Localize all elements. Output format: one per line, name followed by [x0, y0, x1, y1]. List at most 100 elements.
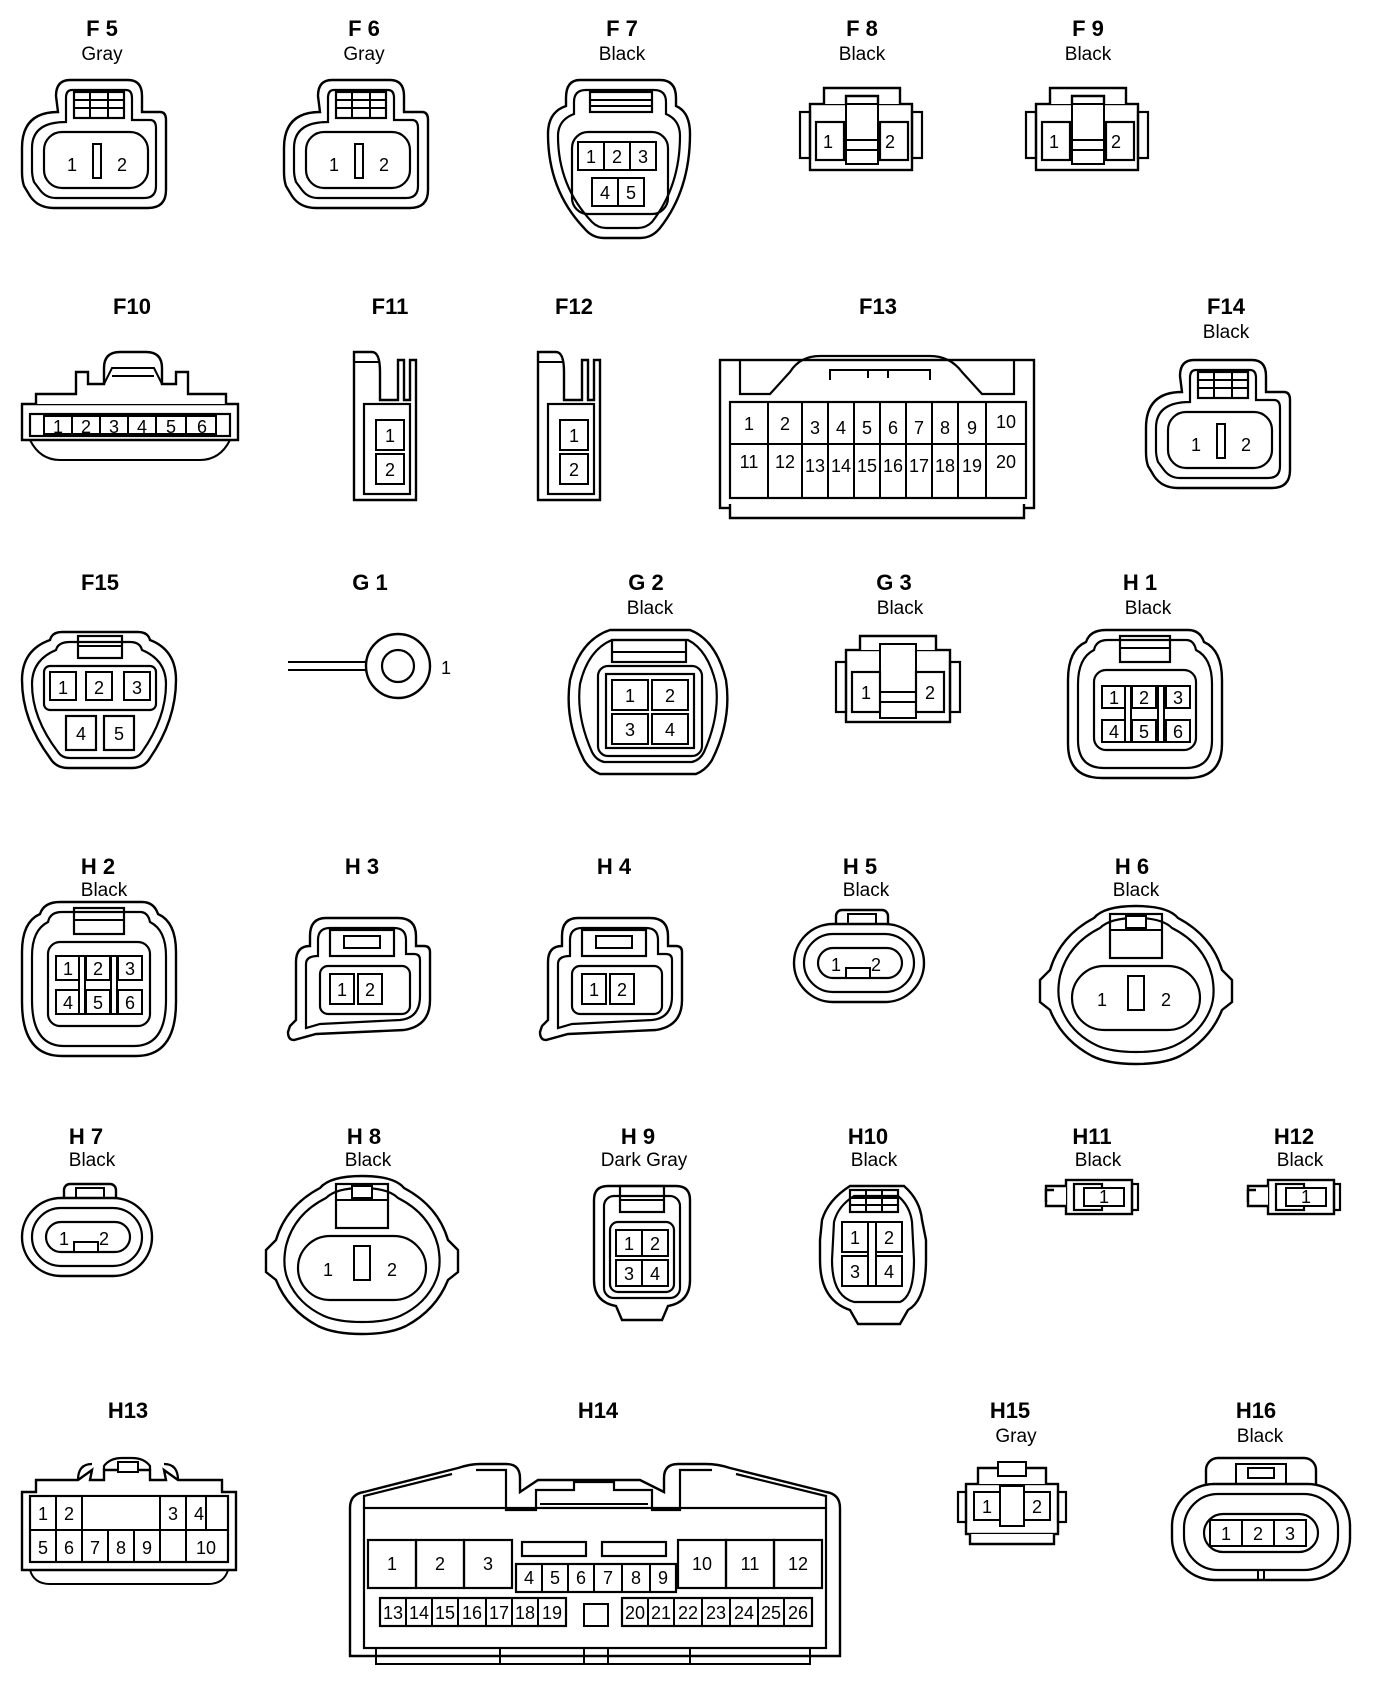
connector-color: Black: [851, 1150, 898, 1171]
pin-label: 1: [823, 132, 833, 152]
connector-id: H16: [1236, 1398, 1276, 1423]
connector-f12: F12 1 2: [536, 294, 602, 502]
pin-label: 6: [1173, 722, 1183, 742]
connector-color: Gray: [81, 44, 123, 65]
connector-h13: H13 1 2 3 4 5 6 7 8 9 10: [20, 1398, 238, 1585]
connector-f6: F 6 Gray 1 2: [282, 16, 430, 210]
pin-label: 10: [692, 1554, 712, 1574]
pin-label: 6: [197, 417, 207, 437]
connector-id: H 8: [347, 1124, 381, 1149]
pin-label: 1: [63, 959, 73, 979]
pin-label: 2: [94, 678, 104, 698]
pin-label: 2: [387, 1260, 397, 1280]
pin-label: 5: [166, 417, 176, 437]
pin-label: 1: [1191, 435, 1201, 455]
pin-label: 5: [114, 724, 124, 744]
pin-label: 2: [665, 686, 675, 706]
pin-label: 19: [542, 1603, 562, 1623]
pin-label: 2: [885, 132, 895, 152]
pin-label: 5: [626, 183, 636, 203]
pin-label: 4: [884, 1262, 894, 1282]
pin-label: 17: [909, 456, 929, 476]
connector-h3: H 3 1 2: [286, 854, 432, 1042]
connector-id: H 6: [1115, 854, 1149, 879]
connector-color: Black: [1075, 1150, 1122, 1171]
connector-id: H14: [578, 1398, 619, 1423]
pin-label: 4: [650, 1264, 660, 1284]
pin-label: 1: [982, 1497, 992, 1517]
pin-label: 18: [935, 456, 955, 476]
pin-label: 1: [323, 1260, 333, 1280]
pin-label: 20: [625, 1603, 645, 1623]
pin-label: 4: [600, 183, 610, 203]
pin-label: 1: [59, 1229, 69, 1249]
connector-id: H 2: [81, 854, 115, 879]
pin-label: 2: [99, 1229, 109, 1249]
pin-label: 2: [81, 417, 91, 437]
connector-id: H11: [1072, 1124, 1111, 1149]
pin-label: 8: [940, 418, 950, 438]
pin-label: 1: [1301, 1187, 1311, 1207]
pin-label: 2: [93, 959, 103, 979]
connector-color: Black: [1065, 44, 1112, 65]
connector-f15: F15 1 2 3 4 5: [20, 570, 178, 770]
connector-id: H13: [108, 1398, 148, 1423]
pin-label: 3: [109, 417, 119, 437]
connector-color: Black: [1125, 598, 1172, 619]
pin-label: 8: [631, 1568, 641, 1588]
pin-label: 1: [569, 426, 579, 446]
connector-h16: H16 Black 1 2 3: [1170, 1398, 1352, 1582]
pin-label: 9: [967, 418, 977, 438]
pin-label: 2: [612, 147, 622, 167]
connector-color: Black: [839, 44, 886, 65]
pin-label: 1: [586, 147, 596, 167]
connector-color: Black: [345, 1150, 392, 1171]
pin-label: 1: [744, 414, 754, 434]
pin-label: 7: [603, 1568, 613, 1588]
connector-color: Black: [1237, 1426, 1284, 1447]
pin-label: 3: [810, 418, 820, 438]
connector-id: G 3: [876, 570, 911, 595]
pin-label: 7: [914, 418, 924, 438]
pin-label: 2: [780, 414, 790, 434]
connector-id: H12: [1274, 1124, 1314, 1149]
connector-h12: H12 Black 1: [1246, 1124, 1342, 1216]
pin-label: 1: [58, 678, 68, 698]
pin-label: 15: [857, 456, 877, 476]
connector-color: Black: [1113, 880, 1160, 901]
connector-id: H 7: [69, 1124, 103, 1149]
pin-label: 4: [137, 417, 147, 437]
pin-label: 1: [861, 683, 871, 703]
connector-color: Black: [843, 880, 890, 901]
pin-label: 1: [1049, 132, 1059, 152]
pin-label: 13: [805, 456, 825, 476]
connector-id: F 5: [86, 16, 118, 41]
pin-label: 2: [884, 1228, 894, 1248]
connector-color: Gray: [995, 1426, 1037, 1447]
connector-h9: H 9 Dark Gray 1 2 3 4: [592, 1124, 692, 1322]
connector-f13: F13 1 2 3 4 5 6 7 8 9 10 11 12 13 14 15 …: [718, 294, 1036, 520]
pin-label: 18: [515, 1603, 535, 1623]
connector-f5: F 5 Gray 1 2: [20, 16, 168, 210]
pin-label: 6: [576, 1568, 586, 1588]
pin-label: 1: [624, 1234, 634, 1254]
connector-color: Black: [1277, 1150, 1324, 1171]
pin-label: 2: [1032, 1497, 1042, 1517]
connector-f14: F14 Black 1 2: [1144, 294, 1292, 490]
pin-label: 10: [996, 412, 1016, 432]
connector-g3: G 3 Black 1 2: [834, 570, 962, 724]
pin-label: 9: [658, 1568, 668, 1588]
pin-label: 5: [862, 418, 872, 438]
pin-label: 10: [196, 1538, 216, 1558]
pin-label: 2: [617, 980, 627, 1000]
pin-label: 21: [651, 1603, 671, 1623]
pin-label: 6: [888, 418, 898, 438]
connector-id: F15: [81, 570, 119, 595]
pin-label: 4: [194, 1504, 204, 1524]
pin-label: 5: [38, 1538, 48, 1558]
connector-f10: F10 1 2 3 4 5 6: [20, 294, 240, 461]
connector-id: F 7: [606, 16, 638, 41]
connector-h11: H11 Black 1: [1044, 1124, 1140, 1216]
pin-label: 2: [1253, 1524, 1263, 1544]
pin-label: 2: [925, 683, 935, 703]
